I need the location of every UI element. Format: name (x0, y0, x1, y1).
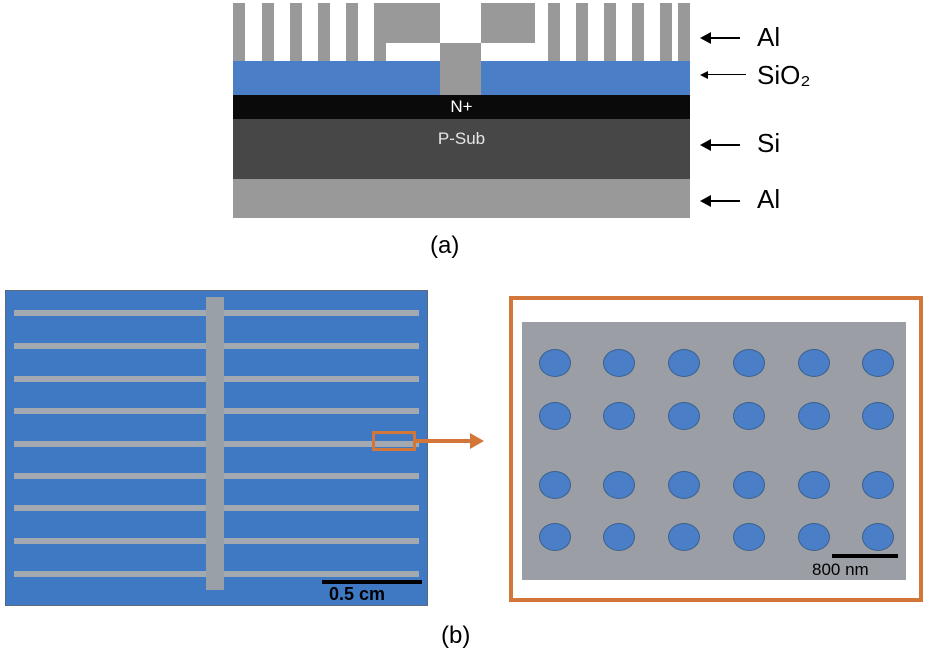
zoom-arrow-line (413, 439, 473, 443)
al-finger (318, 3, 330, 61)
nano-hole (862, 471, 894, 499)
al-finger (678, 3, 690, 61)
nano-hole (798, 349, 830, 377)
al-finger (233, 3, 245, 61)
n-plus-layer: N+ (233, 95, 690, 119)
arrow-left-icon (700, 139, 711, 151)
al-finger (604, 3, 616, 61)
nano-hole (733, 349, 765, 377)
nano-hole (603, 471, 635, 499)
arrow-line (708, 37, 740, 39)
nano-hole (733, 471, 765, 499)
al-finger (576, 3, 588, 61)
caption-b: (b) (441, 622, 471, 649)
si-label: Si (757, 128, 781, 158)
arrow-left-icon (700, 71, 708, 79)
solar-cell-top-view: 0.5 cm (5, 290, 428, 606)
busbar (206, 297, 224, 590)
nano-hole (603, 402, 635, 430)
arrow-left-icon (700, 195, 711, 207)
zoom-highlight-box (372, 431, 416, 451)
nano-hole (603, 523, 635, 551)
sio2-layer (481, 61, 690, 95)
zoom-panel: 800 nm (509, 296, 923, 602)
nano-hole (862, 349, 894, 377)
al-contact (481, 3, 535, 43)
bottom-al-label: Al (757, 184, 781, 214)
p-sub-layer: P-Sub (233, 119, 690, 179)
al-finger (548, 3, 560, 61)
top-al-label: Al (757, 22, 781, 52)
nano-hole (798, 402, 830, 430)
bottom-al-layer (233, 179, 690, 218)
nano-hole (668, 349, 700, 377)
sio2-layer (233, 61, 440, 95)
nano-hole (539, 471, 571, 499)
al-finger (374, 3, 386, 61)
cell-scale-label: 0.5 cm (329, 584, 386, 604)
nano-hole (862, 523, 894, 551)
arrow-line (708, 144, 740, 146)
nano-hole (733, 523, 765, 551)
nano-hole (668, 523, 700, 551)
cell-scale-bar (322, 580, 422, 584)
caption-a: (a) (430, 232, 460, 259)
nanostructure-area: 800 nm (522, 322, 906, 580)
nano-hole (668, 402, 700, 430)
al-contact (386, 3, 440, 43)
arrow-left-icon (700, 32, 711, 44)
sio2-label: SiO₂ (757, 60, 811, 90)
al-finger (262, 3, 274, 61)
al-finger (660, 3, 672, 61)
nano-hole (668, 471, 700, 499)
nano-hole (798, 471, 830, 499)
al-finger (346, 3, 358, 61)
zoom-scale-bar (832, 554, 898, 558)
arrow-right-icon (470, 433, 484, 449)
nano-hole (733, 402, 765, 430)
nano-hole (862, 402, 894, 430)
p-sub-label: P-Sub (437, 129, 486, 148)
al-finger (290, 3, 302, 61)
n-plus-label: N+ (450, 97, 473, 116)
nano-hole (539, 349, 571, 377)
nano-hole (539, 523, 571, 551)
zoom-scale-label: 800 nm (812, 560, 869, 579)
nano-hole (603, 349, 635, 377)
nano-hole (539, 402, 571, 430)
al-via (440, 43, 481, 95)
nano-hole (798, 523, 830, 551)
arrow-line (708, 200, 740, 202)
arrow-line (706, 74, 746, 75)
al-finger (632, 3, 644, 61)
